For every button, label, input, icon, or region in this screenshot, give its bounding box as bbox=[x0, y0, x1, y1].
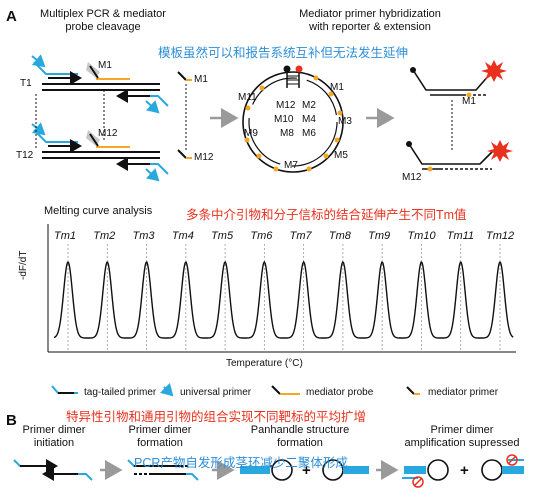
b-step3-line2: formation bbox=[277, 437, 323, 449]
b-step4-line2: amplification supressed bbox=[404, 437, 520, 449]
tm-label-2: Tm2 bbox=[93, 230, 116, 242]
extended-product-top bbox=[410, 67, 491, 98]
plus-sign-2: + bbox=[460, 462, 469, 479]
legend-mediator-primer: mediator primer bbox=[428, 387, 499, 398]
released-label-bottom: M12 bbox=[194, 152, 214, 163]
pcr-duplex-top bbox=[31, 54, 169, 114]
ring-label-m1: M1 bbox=[330, 82, 344, 93]
b-step4-title: Primer dimer amplification supressed bbox=[396, 424, 528, 450]
step1-title: Multiplex PCR & mediator probe cleavage bbox=[28, 8, 178, 34]
plus-sign-1: + bbox=[302, 462, 311, 479]
b-step1-line2: initiation bbox=[33, 437, 75, 449]
ring-label-m12: M12 bbox=[276, 100, 296, 111]
b-step2-title: Primer dimer formation bbox=[120, 424, 200, 450]
dimer-formation bbox=[127, 459, 199, 481]
ring-label-m2: M2 bbox=[302, 100, 316, 111]
dimer-initiation bbox=[13, 459, 93, 481]
probe-label-top: M1 bbox=[98, 60, 112, 71]
step2-title-line1: Mediator primer hybridization bbox=[299, 8, 441, 20]
melting-plot bbox=[47, 224, 516, 353]
step1-title-line2: probe cleavage bbox=[65, 21, 141, 33]
ring-label-m10: M10 bbox=[274, 114, 294, 125]
released-mediators bbox=[177, 71, 192, 159]
ring-label-m8: M8 bbox=[280, 128, 294, 139]
annotation-blue-bottom: PCR产物自发形成茎环减少二聚体形成 bbox=[134, 456, 348, 470]
tm-label-11: Tm11 bbox=[446, 230, 475, 242]
reporter-ring bbox=[242, 65, 344, 173]
annotation-red-bottom: 特异性引物和通用引物的组合实现不同靶标的平均扩增 bbox=[66, 410, 367, 424]
panel-a-letter: A bbox=[6, 8, 17, 25]
b-step2-line1: Primer dimer bbox=[128, 424, 192, 436]
annotation-red-top: 多条中介引物和分子信标的结合延伸产生不同Tm值 bbox=[186, 208, 467, 222]
tm-label-12: Tm12 bbox=[486, 230, 515, 242]
x-axis-label: Temperature (°C) bbox=[226, 358, 303, 369]
panel-b-letter: B bbox=[6, 412, 17, 429]
tm-guide-lines bbox=[67, 244, 501, 350]
b-step2-line2: formation bbox=[137, 437, 183, 449]
amplification-suppressed bbox=[402, 454, 524, 488]
legend-mediator-probe: mediator probe bbox=[306, 387, 374, 398]
tm-label-9: Tm9 bbox=[368, 230, 391, 242]
ring-label-m3: M3 bbox=[338, 116, 352, 127]
ring-label-m6: M6 bbox=[302, 128, 316, 139]
step1-title-line1: Multiplex PCR & mediator bbox=[40, 8, 166, 20]
pcr-duplex-bottom bbox=[31, 122, 169, 182]
step2-title-line2: with reporter & extension bbox=[309, 21, 431, 33]
legend-tag-tailed-primer: tag-tailed primer bbox=[84, 387, 157, 398]
melting-title: Melting curve analysis bbox=[44, 205, 153, 217]
reporter-star-bottom bbox=[487, 140, 513, 162]
ring-label-m4: M4 bbox=[302, 114, 316, 125]
reporter-star-top bbox=[481, 60, 507, 82]
tm-label-4: Tm4 bbox=[171, 230, 194, 242]
tm-label-8: Tm8 bbox=[328, 230, 351, 242]
melting-curve bbox=[53, 260, 514, 339]
b-step4-line1: Primer dimer bbox=[430, 424, 494, 436]
b-step1-line1: Primer dimer bbox=[22, 424, 86, 436]
b-step1-title: Primer dimer initiation bbox=[14, 424, 94, 450]
ring-label-m7: M7 bbox=[284, 160, 298, 171]
template-label-bottom: T12 bbox=[16, 150, 34, 161]
released-label-top: M1 bbox=[194, 74, 208, 85]
b-step3-line1: Panhandle structure bbox=[250, 424, 350, 436]
panhandle-structures bbox=[240, 459, 369, 481]
tm-label-5: Tm5 bbox=[211, 230, 234, 242]
ring-label-m9: M9 bbox=[244, 128, 258, 139]
annotation-blue-top: 模板虽然可以和报告系统互补但无法发生延伸 bbox=[158, 46, 409, 60]
ring-label-m11: M11 bbox=[238, 92, 257, 103]
step2-title: Mediator primer hybridization with repor… bbox=[280, 8, 460, 34]
legend-universal-primer: universal primer bbox=[180, 387, 252, 398]
tm-label-10: Tm10 bbox=[407, 230, 436, 242]
template-label-top: T1 bbox=[20, 78, 32, 89]
tm-label-6: Tm6 bbox=[250, 230, 273, 242]
y-axis-label: -dF/dT bbox=[18, 250, 29, 280]
tm-label-7: Tm7 bbox=[289, 230, 312, 242]
extended-product-bottom bbox=[406, 141, 495, 172]
tm-label-3: Tm3 bbox=[132, 230, 155, 242]
b-step3-title: Panhandle structure formation bbox=[240, 424, 360, 450]
tm-label-1: Tm1 bbox=[54, 230, 76, 242]
ring-label-m5: M5 bbox=[334, 150, 348, 161]
ext-label-bottom: M12 bbox=[402, 172, 422, 183]
probe-label-bottom: M12 bbox=[98, 128, 118, 139]
legend-glyphs bbox=[51, 382, 420, 397]
ext-label-top: M1 bbox=[462, 96, 476, 107]
